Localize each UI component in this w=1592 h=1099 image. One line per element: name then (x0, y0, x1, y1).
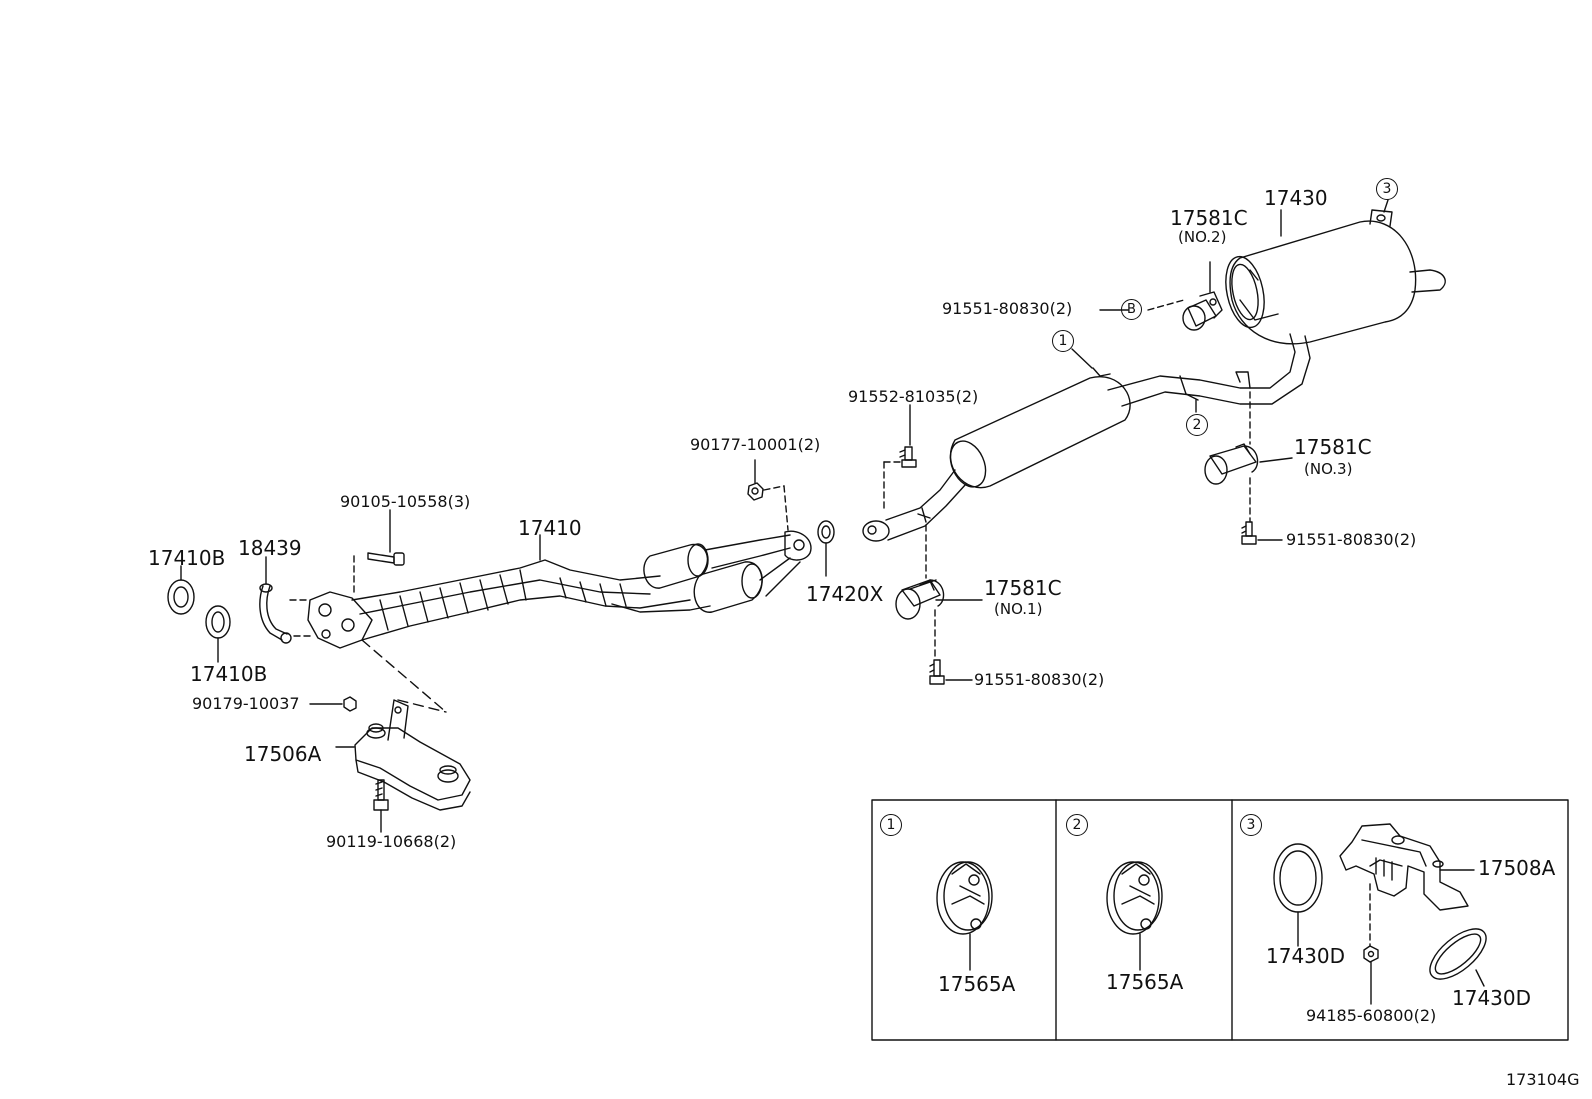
callout-2-main: 2 (1186, 414, 1208, 436)
label-90177: 90177-10001(2) (690, 435, 821, 454)
bolt-90119 (373, 779, 389, 811)
support-bracket-17506A (354, 699, 471, 811)
nut-90177 (747, 482, 764, 501)
hanger-17581C-no1 (895, 579, 945, 620)
callout-b: B (1121, 299, 1142, 320)
label-91551-b: 91551-80830(2) (942, 299, 1073, 318)
label-17581C-no1: 17581C (984, 576, 1062, 600)
hanger-17581C-no3 (1204, 443, 1259, 485)
bolt-91552 (899, 446, 917, 468)
label-17430D-a: 17430D (1266, 944, 1346, 968)
hanger-17581C-no2 (1182, 291, 1223, 331)
main-muffler-17430 (1225, 209, 1446, 345)
callout-3-main: 3 (1376, 178, 1398, 200)
front-exhaust-pipe-17410 (307, 530, 812, 649)
hanger-rubber-17565A-panel1 (936, 861, 993, 935)
bolt-91551-a (929, 659, 945, 685)
label-94185: 94185-60800(2) (1306, 1006, 1437, 1025)
nut-90179 (343, 696, 357, 712)
label-17506A: 17506A (244, 742, 322, 766)
bolt-91551-c (1241, 521, 1257, 545)
label-90179: 90179-10037 (192, 694, 300, 713)
label-91552: 91552-81035(2) (848, 387, 979, 406)
label-17581C-no2-sub: (NO.2) (1178, 228, 1227, 246)
label-17581C-no1-sub: (NO.1) (994, 600, 1043, 618)
ring-gasket-17430D-b (1429, 928, 1487, 980)
callout-1-main: 1 (1052, 330, 1074, 352)
label-17410: 17410 (518, 516, 582, 540)
label-17410B-bottom: 17410B (190, 662, 268, 686)
diagram-code: 173104G (1506, 1070, 1580, 1089)
label-17581C-no2: 17581C (1170, 206, 1248, 230)
label-91551-a: 91551-80830(2) (974, 670, 1105, 689)
ring-gasket-17430D-a (1273, 843, 1323, 913)
gasket-17410B-bottom (205, 605, 231, 639)
label-17430D-b: 17430D (1452, 986, 1532, 1010)
gasket-17410B-top (167, 579, 195, 615)
label-17420X: 17420X (806, 582, 884, 606)
label-17410B-top: 17410B (148, 546, 226, 570)
label-17565A-panel1: 17565A (938, 972, 1016, 996)
oxygen-sensor-18439 (259, 583, 292, 644)
label-17430: 17430 (1264, 186, 1328, 210)
inset-callout-1: 1 (880, 814, 902, 836)
hanger-rubber-17565A-panel2 (1106, 861, 1163, 935)
gasket-17420X (817, 520, 835, 544)
muffler-bracket-17508A (1339, 823, 1469, 911)
label-17581C-no3: 17581C (1294, 435, 1372, 459)
center-exhaust-pipe (862, 333, 1311, 542)
label-17581C-no3-sub: (NO.3) (1304, 460, 1353, 478)
nut-94185 (1363, 945, 1379, 963)
label-90105: 90105-10558(3) (340, 492, 471, 511)
bolt-90105 (367, 552, 405, 566)
inset-callout-3: 3 (1240, 814, 1262, 836)
inset-frame (871, 799, 1569, 1041)
label-90119: 90119-10668(2) (326, 832, 457, 851)
label-91551-c: 91551-80830(2) (1286, 530, 1417, 549)
label-18439: 18439 (238, 536, 302, 560)
label-17565A-panel2: 17565A (1106, 970, 1184, 994)
label-17508A: 17508A (1478, 856, 1556, 880)
inset-callout-2: 2 (1066, 814, 1088, 836)
